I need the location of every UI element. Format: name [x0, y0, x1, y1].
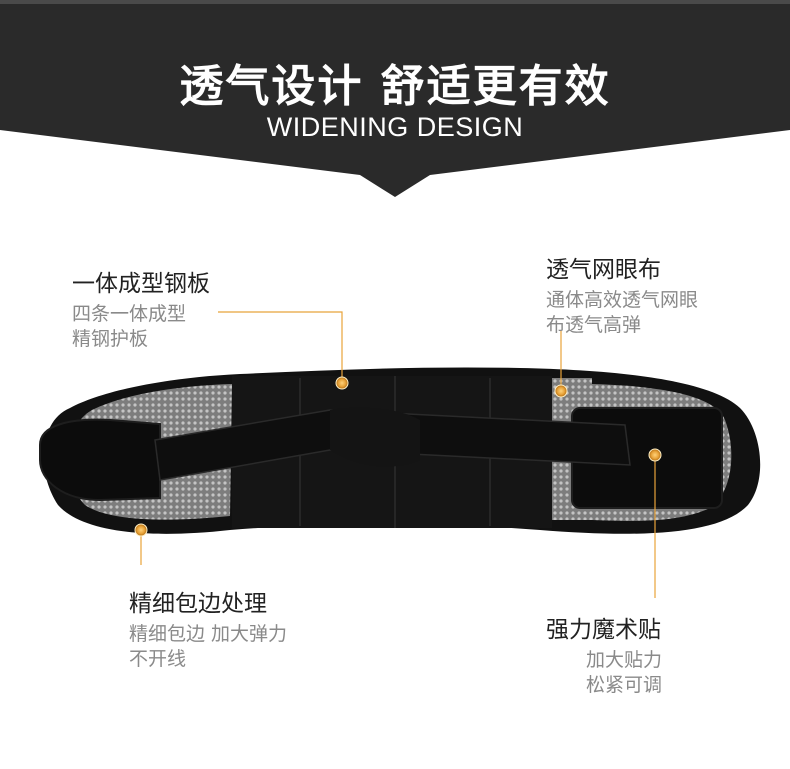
callout-text: 加大贴力	[586, 649, 663, 671]
page-subtitle: WIDENING DESIGN	[266, 112, 524, 142]
callout-text: 通体高效透气网眼	[546, 289, 699, 311]
callout-title: 透气网眼布	[546, 257, 661, 283]
callout-text: 精细包边 加大弹力	[129, 623, 288, 645]
callout-text: 精钢护板	[72, 328, 149, 350]
callout-mesh: 透气网眼布 通体高效透气网眼 布透气高弹	[546, 250, 698, 338]
callout-steel-plate: 一体成型钢板 四条一体成型 精钢护板	[72, 264, 210, 352]
header-banner	[0, 0, 790, 197]
callout-edging: 精细包边处理 精细包边 加大弹力 不开线	[129, 584, 287, 672]
callout-text: 不开线	[129, 648, 187, 670]
callout-velcro: 强力魔术贴 加大贴力 松紧可调	[546, 610, 662, 698]
callout-title: 精细包边处理	[129, 591, 267, 617]
page-title: 透气设计 舒适更有效	[179, 61, 611, 112]
callout-title: 一体成型钢板	[72, 271, 210, 297]
callout-title: 强力魔术贴	[546, 617, 661, 643]
callout-text: 松紧可调	[586, 674, 663, 696]
callout-text: 四条一体成型	[72, 303, 187, 325]
callout-text: 布透气高弹	[546, 314, 642, 336]
